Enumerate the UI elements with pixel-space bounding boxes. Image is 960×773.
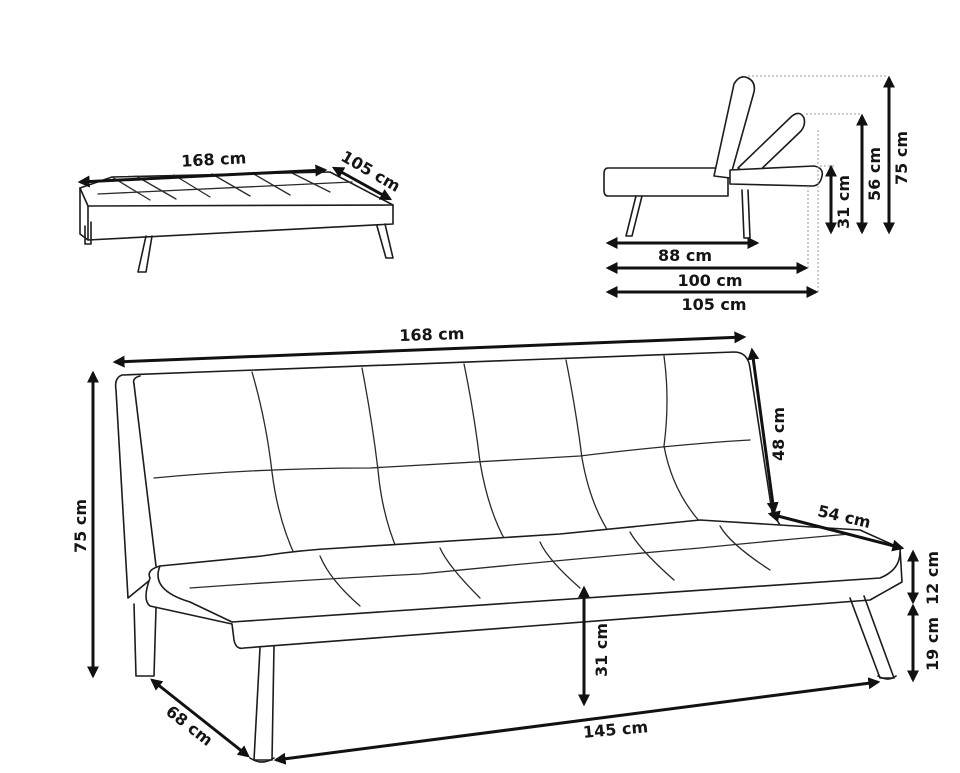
side-mid-depth-label: 100 cm: [677, 271, 742, 290]
side-guides: [748, 75, 888, 292]
bed-view-drawing: [79, 171, 394, 273]
inner-width-label: 145 cm: [582, 717, 649, 742]
sofa-width-label: 168 cm: [399, 324, 465, 345]
backrest-height-label: 48 cm: [769, 407, 788, 461]
bed-width-label: 168 cm: [181, 148, 247, 170]
side-seat-height-label: 31 cm: [834, 175, 853, 229]
side-seat-depth-label: 88 cm: [658, 246, 712, 265]
side-back-height-label: 75 cm: [892, 131, 911, 185]
seat-height-label: 31 cm: [592, 623, 611, 677]
side-full-depth-label: 105 cm: [681, 295, 746, 314]
side-dimension-lines: [605, 75, 895, 298]
cushion-thickness-label: 12 cm: [923, 551, 942, 605]
sofa-drawing: [114, 351, 903, 763]
sofa-dimension-lines: [87, 331, 919, 765]
side-view-drawing: [603, 76, 824, 239]
bed-dimension-lines: [77, 164, 393, 201]
side-mid-height-label: 56 cm: [865, 147, 884, 201]
leg-height-label: 19 cm: [923, 617, 942, 671]
sofa-height-label: 75 cm: [71, 499, 90, 553]
